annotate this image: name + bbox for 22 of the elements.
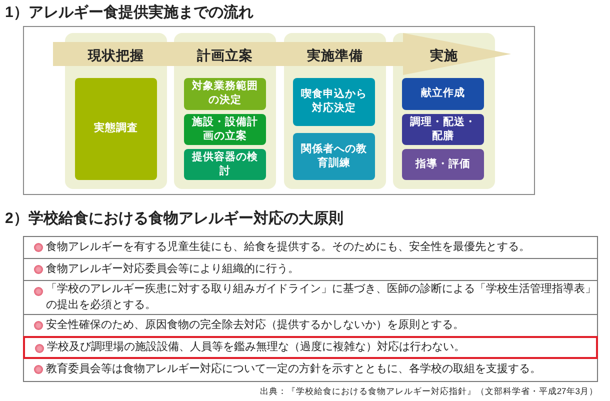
step-box: 関係者への教育訓練: [293, 133, 375, 180]
step-box: 喫食申込から対応決定: [293, 78, 375, 126]
principle-text: 食物アレルギーを有する児童生徒にも、給食を提供する。そのためにも、安全性を最優先とする。: [46, 240, 530, 255]
column-heading: 実施準備: [306, 47, 364, 65]
principle-text: 学校及び調理場の施設設備、人員等を鑑み無理な（過度に複雑な）対応は行わない。: [47, 340, 465, 355]
principle-text: 「学校のアレルギー疾患に対する取り組みガイドライン」に基づき、医師の診断による「学校生活管理指導表」の提出を必須とする。: [46, 282, 597, 312]
step-box: 調理・配送・配膳: [402, 114, 484, 145]
step-box: 献立作成: [402, 78, 484, 110]
column-heading: 計画立案: [196, 47, 254, 65]
section-heading: 1）アレルギー食提供実施までの流れ: [5, 3, 254, 22]
source-note: 出典：『学校給食における食物アレルギー対応指針』（文部科学省・平成27年3月）: [260, 386, 598, 398]
principle-text: 安全性確保のため、原因食物の完全除去対応（提供するかしないか）を原則とする。: [46, 318, 464, 333]
principle-text: 教育委員会等は食物アレルギー対応について一定の方針を示すとともに、各学校の取組を支援する。: [46, 362, 541, 378]
section-heading: 2）学校給食における食物アレルギー対応の大原則: [5, 209, 344, 228]
column-heading: 実施: [429, 47, 459, 65]
column-heading: 現状把握: [86, 47, 145, 65]
step-box: 提供容器の検討: [184, 149, 266, 180]
step-box: 施設・設備計画の立案: [184, 114, 266, 145]
step-box: 対象業務範囲の決定: [184, 78, 266, 110]
step-box: 実態調査: [75, 78, 157, 180]
principle-text: 食物アレルギー対応委員会等により組織的に行う。: [46, 262, 299, 277]
step-box: 指導・評価: [402, 149, 484, 180]
